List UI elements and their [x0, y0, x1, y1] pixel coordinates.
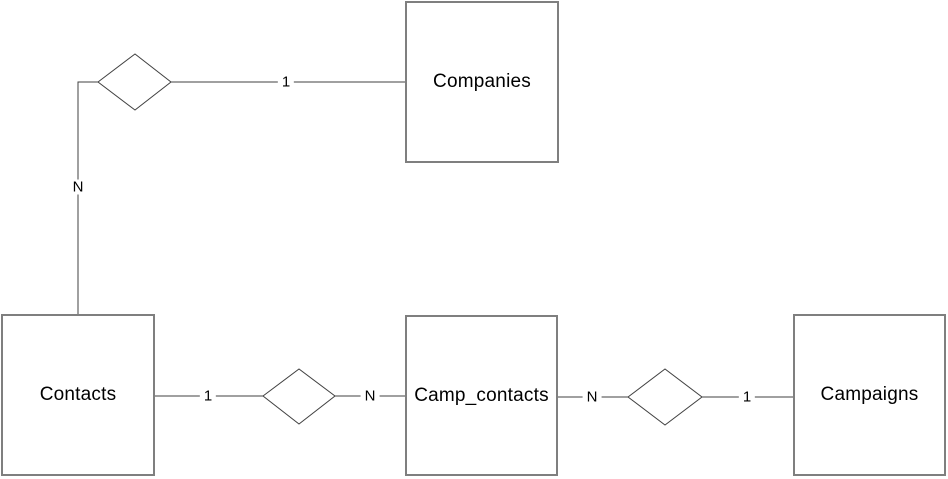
entity-contacts: Contacts: [1, 314, 155, 476]
relationship-diamond-contacts-companies: [97, 53, 172, 111]
cardinality-label-campaigns-side: 1: [738, 389, 756, 405]
relationship-diamond-contacts-campcontacts: [262, 368, 336, 425]
entity-companies: Companies: [405, 1, 559, 163]
entity-camp-contacts: Camp_contacts: [405, 315, 558, 476]
cardinality-label-campcontacts-right: N: [582, 389, 602, 405]
entity-campaigns-label: Campaigns: [820, 384, 919, 405]
relationship-diamond-campcontacts-campaigns: [627, 368, 703, 426]
cardinality-label-contacts-vertical: N: [68, 179, 88, 195]
cardinality-label-campcontacts-left: N: [360, 388, 380, 404]
entity-companies-label: Companies: [433, 71, 531, 92]
connector-contacts-to-diamond1: [77, 81, 98, 314]
entity-campaigns: Campaigns: [793, 314, 946, 476]
cardinality-label-contacts-right: 1: [199, 388, 217, 404]
entity-camp-contacts-label: Camp_contacts: [414, 384, 549, 406]
entity-contacts-label: Contacts: [39, 384, 117, 405]
cardinality-label-companies-side: 1: [277, 74, 295, 90]
